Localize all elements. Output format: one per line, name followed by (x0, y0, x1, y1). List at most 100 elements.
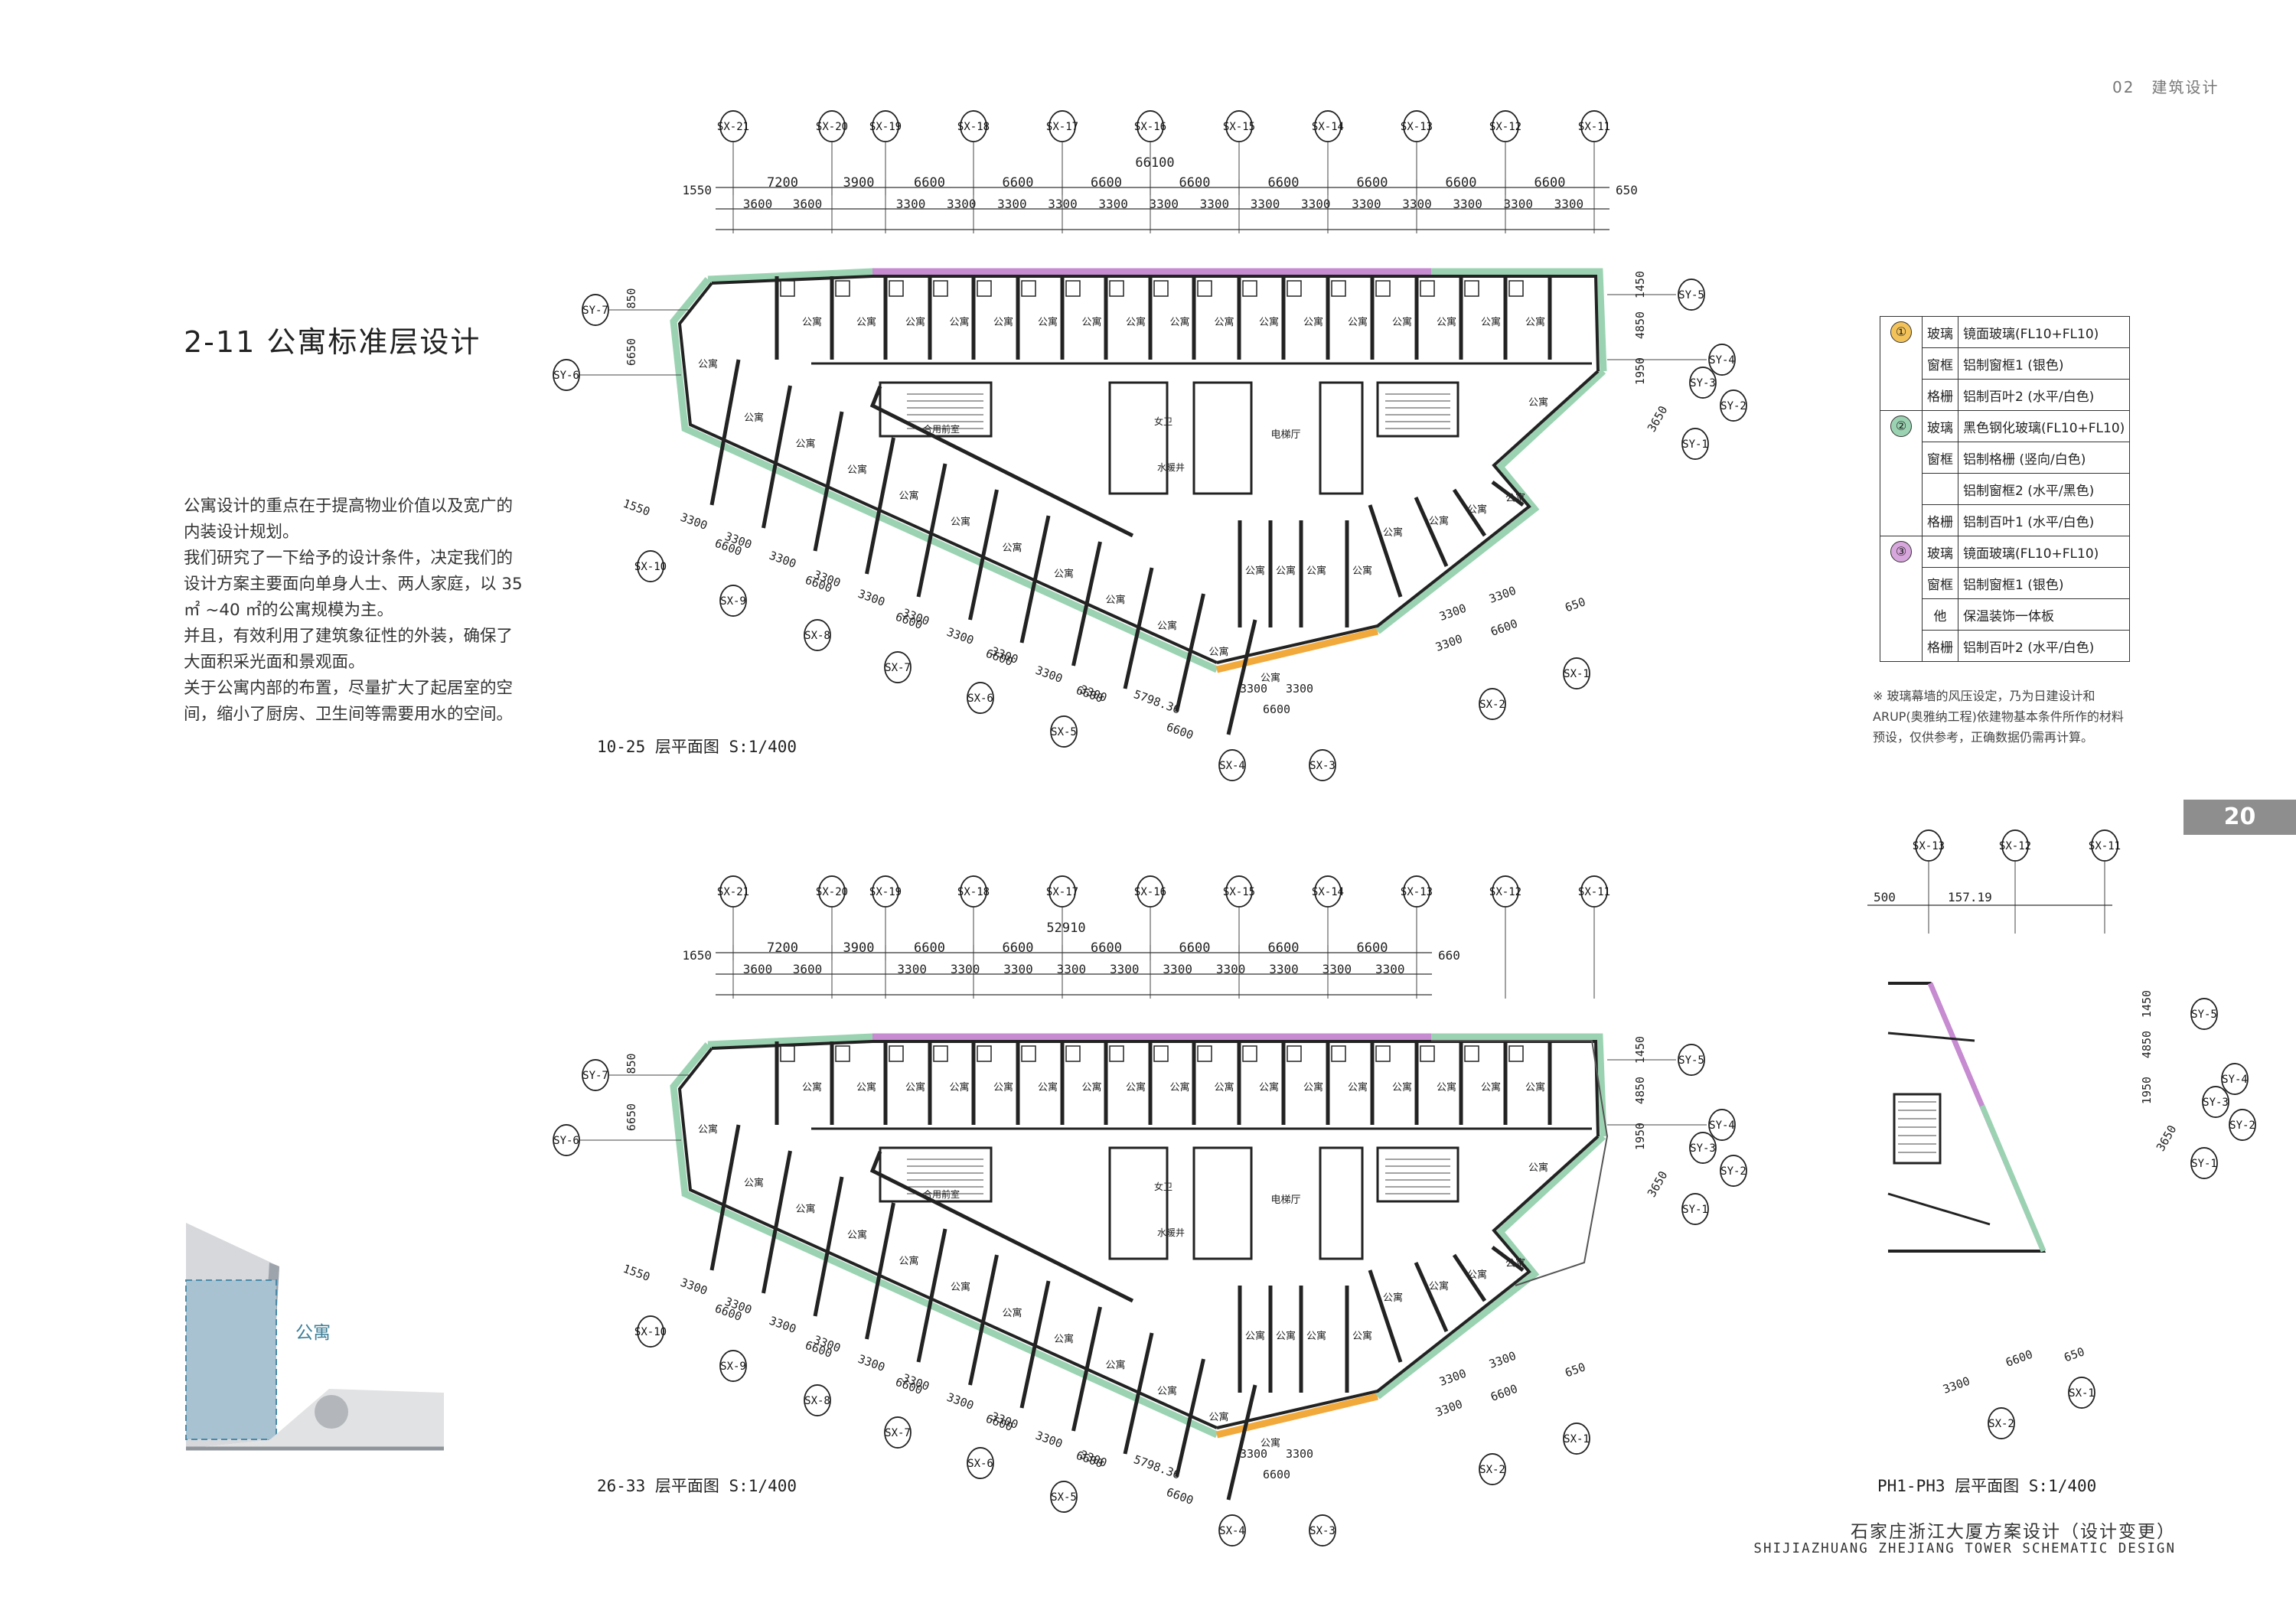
intro-paragraph: 关于公寓内部的布置，尽量扩大了起居室的空间，缩小了厨房、卫生间等需要用水的空间。 (184, 679, 514, 724)
dim-label: 3300 (768, 1314, 798, 1336)
unit-partition (865, 437, 895, 575)
axis-bubble (1563, 1423, 1590, 1455)
unit-partition (1452, 1253, 1487, 1302)
corridor-wall (869, 386, 1134, 538)
axis-label: SX-7 (885, 1427, 911, 1439)
unit-partition (1019, 515, 1051, 644)
room-label: 公寓 (744, 1177, 764, 1189)
room-label: 公寓 (1214, 316, 1234, 328)
dim-label: 1550 (621, 497, 652, 519)
axis-label: SX-5 (1051, 726, 1077, 738)
plan-title-ph1-ph3: PH1-PH3 层平面图 S:1/400 (1877, 1477, 2097, 1495)
room-label: 公寓 (1054, 1333, 1074, 1345)
axis-label: SY-1 (1682, 438, 1708, 451)
legend-badge: ③ (1890, 541, 1912, 562)
room-label: 公寓 (899, 1255, 918, 1267)
axis-bubble (1681, 1193, 1709, 1225)
axis-bubble (1309, 1514, 1336, 1546)
subspan-dimension: 3300 (1251, 197, 1280, 211)
core-label: 合用前室 (923, 423, 960, 435)
axis-bubble (884, 1416, 912, 1449)
outer-wall (677, 1047, 1218, 1429)
subspan-dimension: 3300 (1402, 197, 1432, 211)
axis-label: SX-9 (720, 595, 746, 608)
axis-label: SX-17 (1046, 121, 1078, 133)
legend-badge: ① (1890, 321, 1912, 343)
legend-row: 他保温装饰一体板 (1880, 598, 2131, 631)
room-label: 公寓 (1081, 316, 1101, 328)
span-dimension: 6600 (1091, 175, 1122, 191)
axis-label: SY-4 (1709, 1119, 1735, 1132)
column-block (1508, 1045, 1524, 1062)
column-block (1287, 1045, 1302, 1062)
room-label: 公寓 (1352, 565, 1372, 577)
subspan-dimension: 3600 (743, 962, 773, 976)
axis-label: SX-16 (1134, 886, 1166, 898)
axis-bubble (1479, 1453, 1506, 1485)
room-label: 公寓 (1392, 1081, 1412, 1093)
room-label: 公寓 (1467, 504, 1487, 516)
unit-partition (1071, 1306, 1102, 1432)
room-label: 公寓 (1259, 316, 1279, 328)
span-dimension: 3900 (843, 175, 875, 191)
room-label: 公寓 (1481, 1081, 1501, 1093)
axis-bubble (2221, 1063, 2249, 1095)
subspan-dimension: 3300 (1504, 197, 1534, 211)
roof-terrace-outline (1431, 1040, 1609, 1286)
axis-label: SX-9 (720, 1361, 746, 1373)
room-label: 公寓 (1208, 646, 1228, 658)
span-dimension: 6600 (1179, 940, 1211, 956)
unit-partition (762, 1150, 792, 1294)
column-block (1508, 280, 1524, 297)
unit-partition (1368, 504, 1403, 598)
axis-bubble (1988, 1407, 2015, 1439)
dim-label: 3300 (1240, 682, 1267, 696)
axis-label: SY-3 (2203, 1097, 2229, 1109)
subspan-dimension: 3300 (1150, 197, 1179, 211)
span-dimension: 6600 (1357, 175, 1388, 191)
axis-label: SY-7 (582, 305, 608, 317)
dim-label: 6600 (1075, 1449, 1105, 1471)
legend-row: 窗框铝制窗框1 (银色) (1880, 347, 2131, 380)
span-dimension: 7200 (767, 940, 798, 956)
dim-label: 6650 (625, 338, 638, 366)
dim-label: 6600 (1263, 702, 1290, 716)
axis-label: SX-19 (869, 886, 902, 898)
column-block (1420, 280, 1435, 297)
room-label: 公寓 (1348, 316, 1368, 328)
column-block (1331, 280, 1346, 297)
plan-title-10-25: 10-25 层平面图 S:1/400 (597, 738, 797, 756)
axis-bubble (1689, 1132, 1717, 1164)
section-name: 建筑设计 (2151, 78, 2219, 96)
room-label: 公寓 (698, 358, 718, 370)
room-label: 公寓 (1303, 1081, 1323, 1093)
room-label: 公寓 (1528, 396, 1548, 409)
column-block (1464, 1045, 1479, 1062)
span-dimension: 3900 (843, 940, 875, 956)
axis-label: SY-5 (1678, 1054, 1704, 1067)
plan-title-26-33: 26-33 层平面图 S:1/400 (597, 1477, 797, 1495)
legend-row: 格栅铝制百叶1 (水平/白色) (1880, 504, 2131, 536)
wall-line (1887, 1031, 1975, 1042)
dim-label: 3300 (679, 510, 709, 533)
core-label: 合用前室 (923, 1188, 960, 1200)
room-label: 公寓 (1245, 1330, 1265, 1342)
dim-label: 6600 (1165, 720, 1195, 742)
unit-partition (762, 385, 792, 529)
room-label: 公寓 (1352, 1330, 1372, 1342)
legend-group-number: ① (1880, 316, 1923, 411)
dim-label: 3650 (2154, 1123, 2180, 1153)
room-label: 公寓 (1348, 1081, 1368, 1093)
page-number-tab: 20 (2183, 800, 2296, 835)
axis-label: SY-2 (2229, 1119, 2255, 1132)
room-label: 公寓 (1169, 316, 1189, 328)
subspan-dimension: 3600 (743, 197, 773, 211)
column-block (1375, 280, 1391, 297)
column-block (1242, 280, 1257, 297)
room-label: 公寓 (1002, 1307, 1022, 1319)
dim-label: 1950 (1633, 357, 1647, 385)
room-label: 公寓 (951, 516, 970, 528)
room-label: 公寓 (1467, 1269, 1487, 1281)
